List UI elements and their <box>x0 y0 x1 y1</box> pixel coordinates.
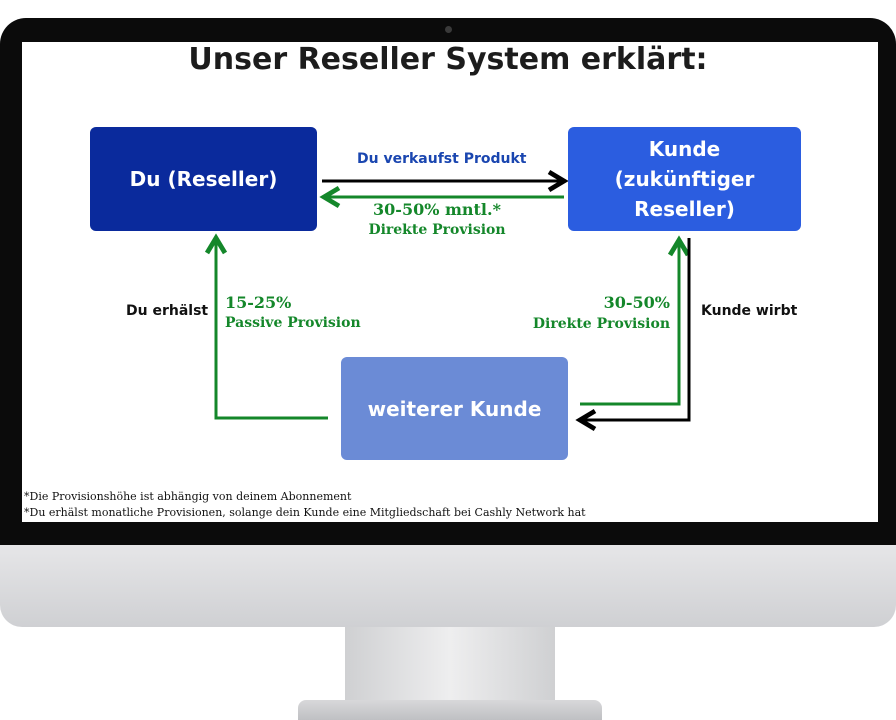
box-reseller-label: Du (Reseller) <box>129 167 278 191</box>
label-right-direct: Direkte Provision <box>532 316 670 332</box>
footnote-1: *Die Provisionshöhe ist abhängig von dei… <box>24 490 352 503</box>
arrow-passive-commission <box>204 233 328 420</box>
label-direct-pct: 30-50% mntl.* <box>373 200 501 219</box>
label-right-pct: 30-50% <box>603 293 670 312</box>
diagram-title: Unser Reseller System erklärt: <box>188 42 708 77</box>
box-kunde-sublabel: (zukünftiger Reseller) <box>614 167 755 221</box>
footnote-2: *Du erhälst monatliche Provisionen, sola… <box>24 506 586 519</box>
monitor-foot <box>298 700 602 720</box>
box-kunde-label: Kunde <box>648 137 721 161</box>
camera-icon <box>445 26 452 33</box>
label-erhaelst: Du erhälst <box>126 303 209 319</box>
arrow-right-commission <box>580 235 691 406</box>
label-passive-pct: 15-25% <box>225 293 292 312</box>
box-weiterer-kunde: weiterer Kunde <box>341 357 568 460</box>
label-verkaufst: Du verkaufst Produkt <box>357 151 527 167</box>
monitor-stand <box>345 627 555 707</box>
label-passive: Passive Provision <box>225 315 361 331</box>
monitor-chin <box>0 545 896 627</box>
box-weiterer-label: weiterer Kunde <box>367 396 542 421</box>
label-direct: Direkte Provision <box>368 222 506 238</box>
label-kunde-wirbt: Kunde wirbt <box>701 303 798 319</box>
box-kunde: Kunde (zukünftiger Reseller) <box>568 127 801 231</box>
box-reseller: Du (Reseller) <box>90 127 317 231</box>
arrow-kunde-wirbt <box>575 238 691 432</box>
